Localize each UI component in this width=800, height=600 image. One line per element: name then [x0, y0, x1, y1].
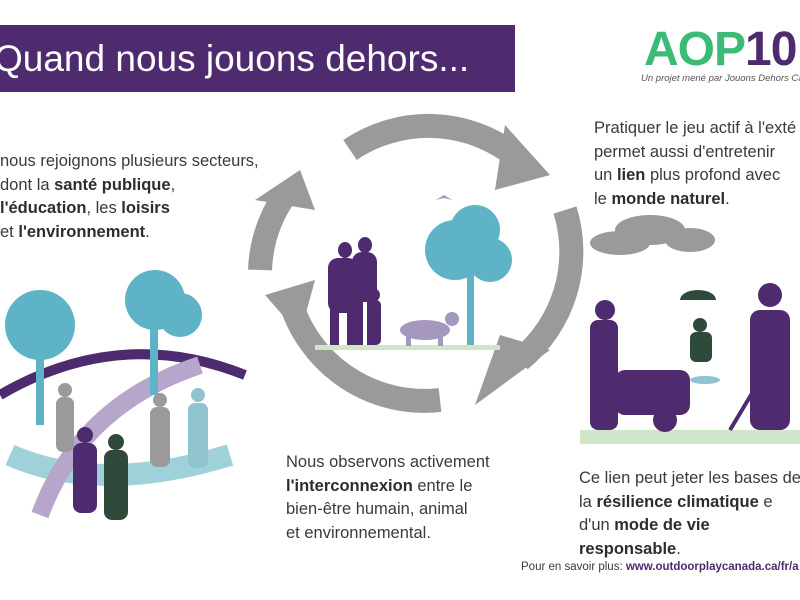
left-text: nous rejoignons plusieurs secteurs, dont …	[0, 150, 259, 244]
text-line: responsable.	[579, 538, 800, 562]
community-illustration	[0, 270, 247, 520]
text-segment: permet aussi d'entretenir	[594, 142, 776, 161]
bold-text: responsable	[579, 539, 677, 558]
text-line: un lien plus profond avec	[594, 164, 796, 188]
text-segment: le	[594, 189, 612, 208]
text-line: Pratiquer le jeu actif à l'exté	[594, 117, 796, 141]
text-segment: Ce lien peut jeter les bases de	[579, 469, 800, 487]
text-segment: plus profond avec	[645, 166, 781, 184]
text-line: nous rejoignons plusieurs secteurs,	[0, 150, 259, 174]
logo-number: 10	[745, 23, 797, 76]
footer-label: Pour en savoir plus:	[521, 561, 626, 573]
bold-text: loisirs	[121, 199, 170, 217]
right-bottom-text: Ce lien peut jeter les bases de la résili…	[579, 467, 800, 561]
text-line: la résilience climatique e	[579, 491, 800, 515]
page-title: Quand nous jouons dehors...	[0, 38, 470, 79]
text-segment: , les	[86, 199, 122, 217]
text-segment: dont la	[0, 175, 55, 194]
cycle-arrows-icon	[248, 113, 584, 413]
text-segment: la	[579, 492, 597, 511]
footer-link[interactable]: www.outdoorplaycanada.ca/fr/a	[625, 561, 799, 573]
text-line: l'éducation, les loisirs	[0, 197, 259, 221]
text-line: bien-être humain, animal	[286, 498, 490, 522]
bold-text: lien	[616, 166, 646, 184]
bold-text: l'environnement	[18, 222, 146, 241]
logo-text: AOP	[644, 23, 746, 76]
middle-text: Nous observons activement l'interconnexio…	[286, 451, 490, 545]
text-segment: bien-être humain, animal	[286, 500, 468, 518]
rain-garden-illustration	[580, 215, 800, 444]
title-banner: Quand nous jouons dehors...	[0, 25, 515, 92]
text-line: permet aussi d'entretenir	[594, 141, 796, 165]
text-line: et environnemental.	[286, 522, 490, 546]
text-segment: Pratiquer le jeu actif à l'exté	[594, 119, 797, 137]
text-segment: e	[758, 492, 773, 511]
bold-text: résilience climatique	[596, 492, 759, 511]
text-line: et l'environnement.	[0, 221, 259, 245]
text-segment: un	[594, 166, 617, 184]
bold-text: mode de vie	[614, 516, 710, 534]
bold-text: santé publique	[54, 175, 171, 194]
right-top-text: Pratiquer le jeu actif à l'exté permet au…	[594, 117, 796, 211]
text-segment: .	[145, 222, 150, 241]
aop-logo: AOP10	[644, 22, 797, 77]
text-segment: entre le	[412, 476, 473, 495]
footer: Pour en savoir plus: www.outdoorplaycana…	[521, 561, 799, 573]
text-segment: Nous observons activement	[286, 453, 490, 471]
text-line: le monde naturel.	[594, 188, 796, 212]
text-segment: d'un	[579, 516, 615, 534]
text-segment: ,	[170, 175, 176, 194]
text-segment: .	[725, 189, 730, 208]
text-segment: .	[676, 539, 681, 558]
text-line: dont la santé publique,	[0, 174, 259, 198]
logo-tagline: Un projet mené par Jouons Dehors Ca	[641, 73, 800, 84]
text-segment: nous rejoignons plusieurs secteurs,	[0, 152, 259, 170]
bold-text: l'éducation	[0, 199, 87, 217]
text-segment: et	[0, 222, 19, 241]
text-line: Nous observons activement	[286, 451, 490, 475]
bold-text: monde naturel	[611, 189, 726, 208]
text-segment: et environnemental.	[286, 523, 431, 542]
bold-text: l'interconnexion	[286, 476, 413, 495]
text-line: d'un mode de vie	[579, 514, 800, 538]
text-line: l'interconnexion entre le	[286, 475, 490, 499]
text-line: Ce lien peut jeter les bases de	[579, 467, 800, 491]
